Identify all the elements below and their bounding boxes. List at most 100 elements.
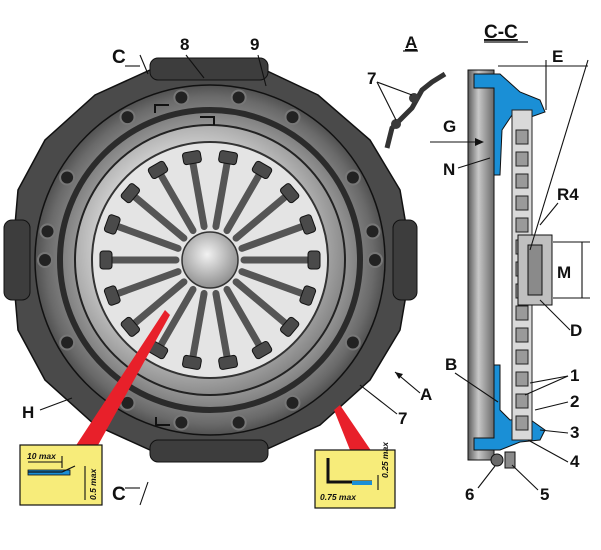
bolt-hole	[344, 169, 361, 186]
label-d: D	[570, 321, 582, 340]
bolt-hole	[367, 252, 383, 268]
finger-tip	[218, 150, 238, 166]
label-g: G	[443, 117, 456, 136]
finger-tip	[120, 316, 140, 337]
callout-2: 2	[570, 392, 579, 411]
spring-finger	[223, 285, 264, 351]
finger-tip	[251, 340, 273, 360]
front-callouts: 8 9 A 7 H	[22, 35, 432, 428]
spring-finger	[189, 289, 208, 362]
callout-3: 3	[570, 423, 579, 442]
inset-left-dim-top: 10 max	[27, 451, 57, 461]
spring-finger	[156, 169, 197, 235]
label-b: B	[445, 355, 457, 374]
callout-4: 4	[570, 452, 580, 471]
flange-lug	[149, 57, 269, 81]
alignment-mark	[155, 417, 170, 426]
section-mark-top: C	[112, 47, 126, 68]
callout-5: 5	[540, 485, 549, 504]
damper-spring	[515, 217, 529, 233]
damper-spring	[515, 349, 529, 365]
bolt-hole	[59, 334, 76, 351]
spring-finger	[232, 192, 291, 242]
damper-spring	[515, 415, 529, 431]
inset-left: 10 max 0.5 max	[19, 310, 170, 506]
spring-finger	[129, 278, 188, 328]
callout-1: 1	[570, 366, 579, 385]
rivet-5	[504, 451, 516, 469]
finger-tip	[120, 183, 140, 204]
flange-lug	[392, 219, 418, 301]
finger-tip	[103, 214, 121, 235]
callout-8: 8	[180, 35, 189, 54]
finger-tip	[299, 214, 317, 235]
bolt-hole	[230, 414, 247, 431]
view-a-strap	[384, 71, 447, 149]
bolt-hole	[59, 169, 76, 186]
damper-spring	[515, 151, 529, 167]
damper-spring	[515, 305, 529, 321]
callout-6: 6	[465, 485, 474, 504]
callout-7-view-a: 7	[367, 69, 376, 88]
inset-right-dim-bottom: 0.75 max	[320, 492, 357, 502]
finger-tip	[182, 354, 202, 370]
diaphragm-spring-fingers	[99, 150, 321, 370]
flywheel-side	[467, 69, 495, 461]
label-e: E	[552, 47, 563, 66]
inset-right-dim-side: 0.25 max	[380, 441, 390, 478]
spring-finger	[112, 268, 182, 298]
label-h: H	[22, 403, 34, 422]
bolt-hole	[230, 89, 247, 106]
bolt-hole	[39, 223, 56, 240]
section-mark-bottom: C	[112, 484, 126, 505]
inset-right: 0.25 max 0.75 max	[314, 405, 396, 509]
bolt-hole	[37, 252, 53, 268]
alignment-mark	[200, 116, 215, 125]
label-m: M	[557, 263, 571, 282]
front-view	[3, 57, 418, 463]
damper-spring	[515, 371, 529, 387]
finger-tip	[147, 160, 169, 180]
spring-finger	[212, 158, 231, 231]
section-marks: C C	[112, 47, 149, 506]
finger-tip	[307, 250, 321, 270]
damper-spring	[515, 129, 529, 145]
callout-9: 9	[250, 35, 259, 54]
damper-spring	[515, 173, 529, 189]
mounting-bolts	[37, 89, 383, 431]
spring-finger	[232, 278, 291, 328]
finger-tip	[99, 250, 113, 270]
inset-left-dim-side: 0.5 max	[88, 468, 98, 500]
view-a: A 7	[367, 33, 447, 149]
callout-7-front: 7	[398, 409, 407, 428]
finger-tip	[299, 285, 317, 306]
finger-tip	[182, 150, 202, 166]
spring-finger	[238, 268, 308, 298]
alignment-mark	[154, 104, 169, 113]
bolt-hole	[284, 109, 301, 126]
release-hub	[181, 231, 239, 289]
finger-tip	[280, 183, 300, 204]
damper-spring	[515, 393, 529, 409]
bolt-hole	[173, 89, 190, 106]
cover-ring	[57, 107, 363, 413]
spring-finger	[238, 222, 308, 252]
bolt-hole	[173, 414, 190, 431]
section-cc-heading: C-C	[484, 22, 518, 43]
damper-spring	[515, 327, 529, 343]
callout-a-front: A	[420, 385, 432, 404]
spring-finger	[223, 169, 264, 235]
finger-tip	[218, 354, 238, 370]
flange-lug	[149, 439, 269, 463]
finger-tip	[280, 316, 300, 337]
bolt-hole	[344, 334, 361, 351]
bolt-hole	[119, 109, 136, 126]
label-r4: R4	[557, 185, 579, 204]
finger-tip	[251, 160, 273, 180]
spring-finger	[156, 285, 197, 351]
spring-finger	[212, 289, 231, 362]
section-cc: C-C E M R4 D G N B	[430, 22, 590, 504]
bolt-head-6	[490, 453, 504, 467]
label-n: N	[443, 160, 455, 179]
